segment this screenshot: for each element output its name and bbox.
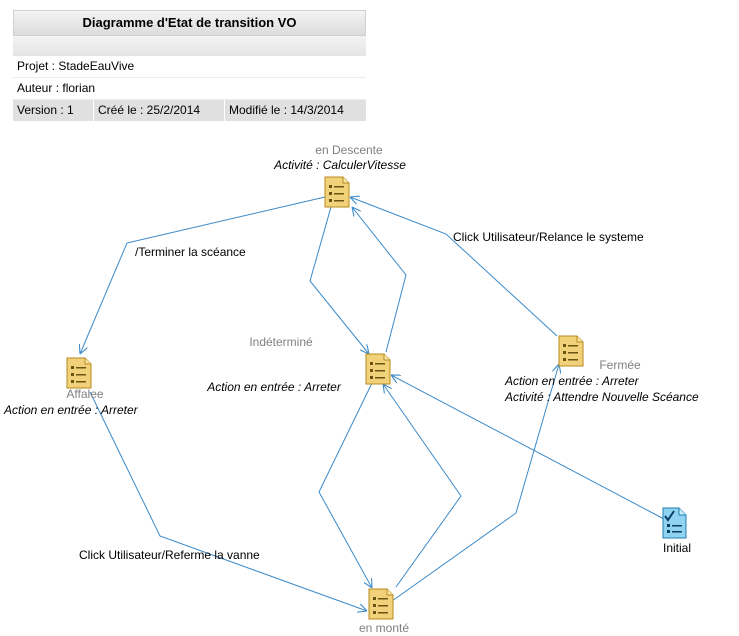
transition-descente-to-indetermine[interactable]: [309, 206, 369, 354]
state-name: Fermée: [599, 358, 641, 372]
document-state-icon: [66, 357, 92, 389]
diagram-info-header: Diagramme d'Etat de transition VO Projet…: [13, 10, 366, 121]
state-name: Initial: [663, 541, 691, 555]
transition-monte-to-indetermine[interactable]: [383, 384, 462, 588]
state-initial[interactable]: Initial: [662, 507, 691, 555]
label-relance-systeme: Click Utilisateur/Relance le systeme: [453, 230, 644, 244]
document-state-icon: [368, 588, 394, 620]
state-affalee[interactable]: Affalee Action en entrée : Arreter: [3, 357, 139, 417]
project-label: Projet : StadeEauVive: [13, 56, 366, 78]
state-entry-action: Action en entrée : Arreter: [206, 380, 342, 394]
transition-fermee-to-descente[interactable]: [350, 197, 558, 337]
state-entry-action: Action en entrée : Arreter: [3, 403, 139, 417]
modified-date: Modifié le : 14/3/2014: [229, 103, 344, 117]
label-referme-vanne: Click Utilisateur/Referme la vanne: [79, 548, 260, 562]
initial-state-icon: [662, 507, 687, 539]
state-indetermine[interactable]: Indéterminé Action en entrée : Arreter: [206, 335, 391, 394]
state-name: Affalee: [66, 387, 103, 401]
transition-indetermine-to-monte[interactable]: [318, 382, 372, 588]
header-spacer: [13, 36, 366, 56]
state-en-monte[interactable]: en monté: [359, 588, 409, 635]
state-name: en monté: [359, 621, 409, 635]
transition-indetermine-to-descente[interactable]: [352, 207, 407, 353]
created-date: Créé le : 25/2/2014: [94, 100, 225, 121]
label-terminer-seance: /Terminer la scéance: [135, 245, 246, 259]
transition-monte-to-fermee[interactable]: [391, 364, 559, 602]
document-state-icon: [324, 176, 350, 208]
state-entry-action: Action en entrée : Arreter: [504, 374, 640, 388]
state-fermee[interactable]: Fermée Action en entrée : Arreter Activi…: [504, 335, 699, 404]
transitions: [80, 196, 665, 611]
transition-affalee-to-monte[interactable]: [89, 391, 367, 611]
transition-initial-to-indetermine[interactable]: [391, 375, 665, 520]
state-name: en Descente: [315, 143, 383, 157]
state-name: Indéterminé: [249, 335, 313, 349]
document-state-icon: [365, 353, 391, 385]
header-meta-row: Version : 1 Créé le : 25/2/2014 Modifié …: [13, 100, 366, 121]
state-activity: Activité : Attendre Nouvelle Scéance: [504, 390, 699, 404]
state-en-descente[interactable]: en Descente Activité : CalculerVitesse: [273, 143, 406, 208]
state-activity: Activité : CalculerVitesse: [273, 158, 406, 172]
author-label: Auteur : florian: [13, 78, 366, 100]
document-state-icon: [558, 335, 584, 367]
diagram-title: Diagramme d'Etat de transition VO: [13, 10, 366, 36]
transition-descente-to-affalee[interactable]: [80, 196, 326, 354]
version-label: Version : 1: [13, 100, 94, 121]
